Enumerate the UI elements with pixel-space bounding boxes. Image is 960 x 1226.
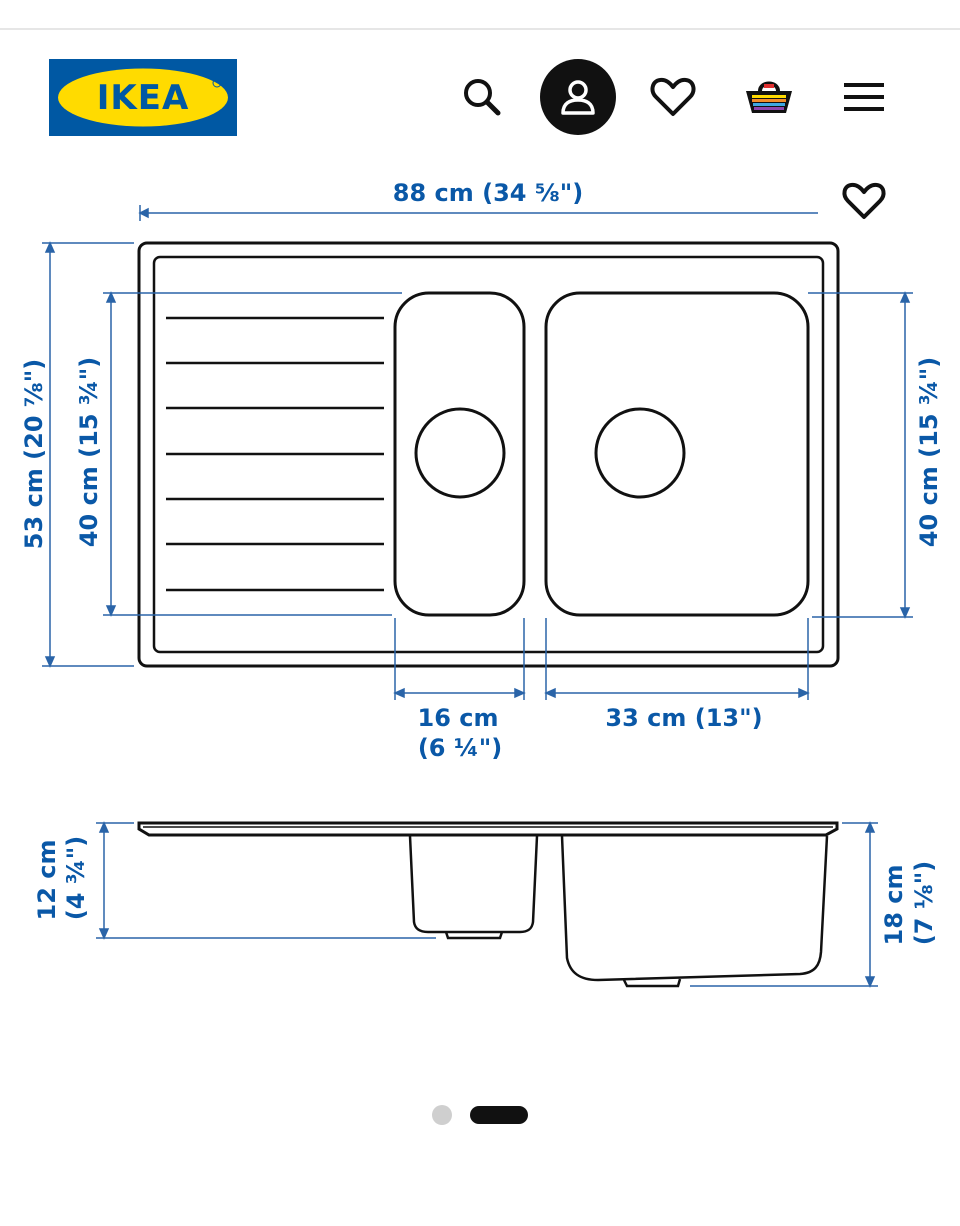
sink-top-view	[137, 241, 840, 668]
search-button[interactable]	[444, 59, 520, 135]
dimension-small-bowl-width-inches: (6 ¼")	[418, 734, 502, 762]
dimension-small-bowl-height-inches: (4 ¾")	[62, 836, 90, 920]
carousel-dot-1[interactable]	[432, 1105, 452, 1125]
dimension-depth-label: 53 cm (20 ⅞")	[20, 359, 48, 549]
dimension-lines-top	[42, 205, 913, 700]
sink-side-view	[137, 821, 839, 988]
dimension-lines-side	[96, 821, 878, 988]
dimension-large-bowl-width-label: 33 cm (13")	[605, 704, 762, 732]
dimension-right-bowl-depth-label: 40 cm (15 ¾")	[915, 357, 943, 547]
wishlist-button[interactable]	[635, 59, 711, 135]
top-divider	[0, 28, 960, 30]
product-dimension-drawing: 88 cm (34 ⅝") 53 cm (20 ⅞") 40 cm (15 ¾"…	[20, 175, 943, 988]
carousel-dot-2-active[interactable]	[470, 1106, 528, 1124]
dimension-left-bowl-depth-label: 40 cm (15 ¾")	[75, 357, 103, 547]
dimension-width-label: 88 cm (34 ⅝")	[393, 179, 583, 207]
heart-icon	[650, 77, 696, 116]
shopping-bag-icon	[746, 81, 792, 113]
heart-icon	[842, 182, 886, 219]
cart-button[interactable]	[731, 59, 807, 135]
carousel-indicator	[0, 1100, 960, 1128]
dimension-small-bowl-width-label: 16 cm	[418, 704, 499, 732]
account-button[interactable]	[540, 59, 616, 135]
search-icon	[464, 79, 501, 116]
save-to-list-button[interactable]	[836, 175, 892, 227]
site-header: IKEA	[0, 30, 960, 170]
menu-icon	[844, 83, 884, 111]
ikea-logo-graphic: IKEA	[58, 68, 228, 127]
dimension-large-bowl-height-inches: (7 ⅛")	[910, 861, 938, 945]
menu-button[interactable]	[826, 59, 902, 135]
dimension-small-bowl-height-label: 12 cm	[33, 840, 61, 921]
dimension-large-bowl-height-label: 18 cm	[880, 865, 908, 946]
ikea-logo[interactable]: IKEA	[49, 59, 237, 136]
account-icon	[561, 80, 595, 115]
logo-text: IKEA	[97, 78, 190, 118]
